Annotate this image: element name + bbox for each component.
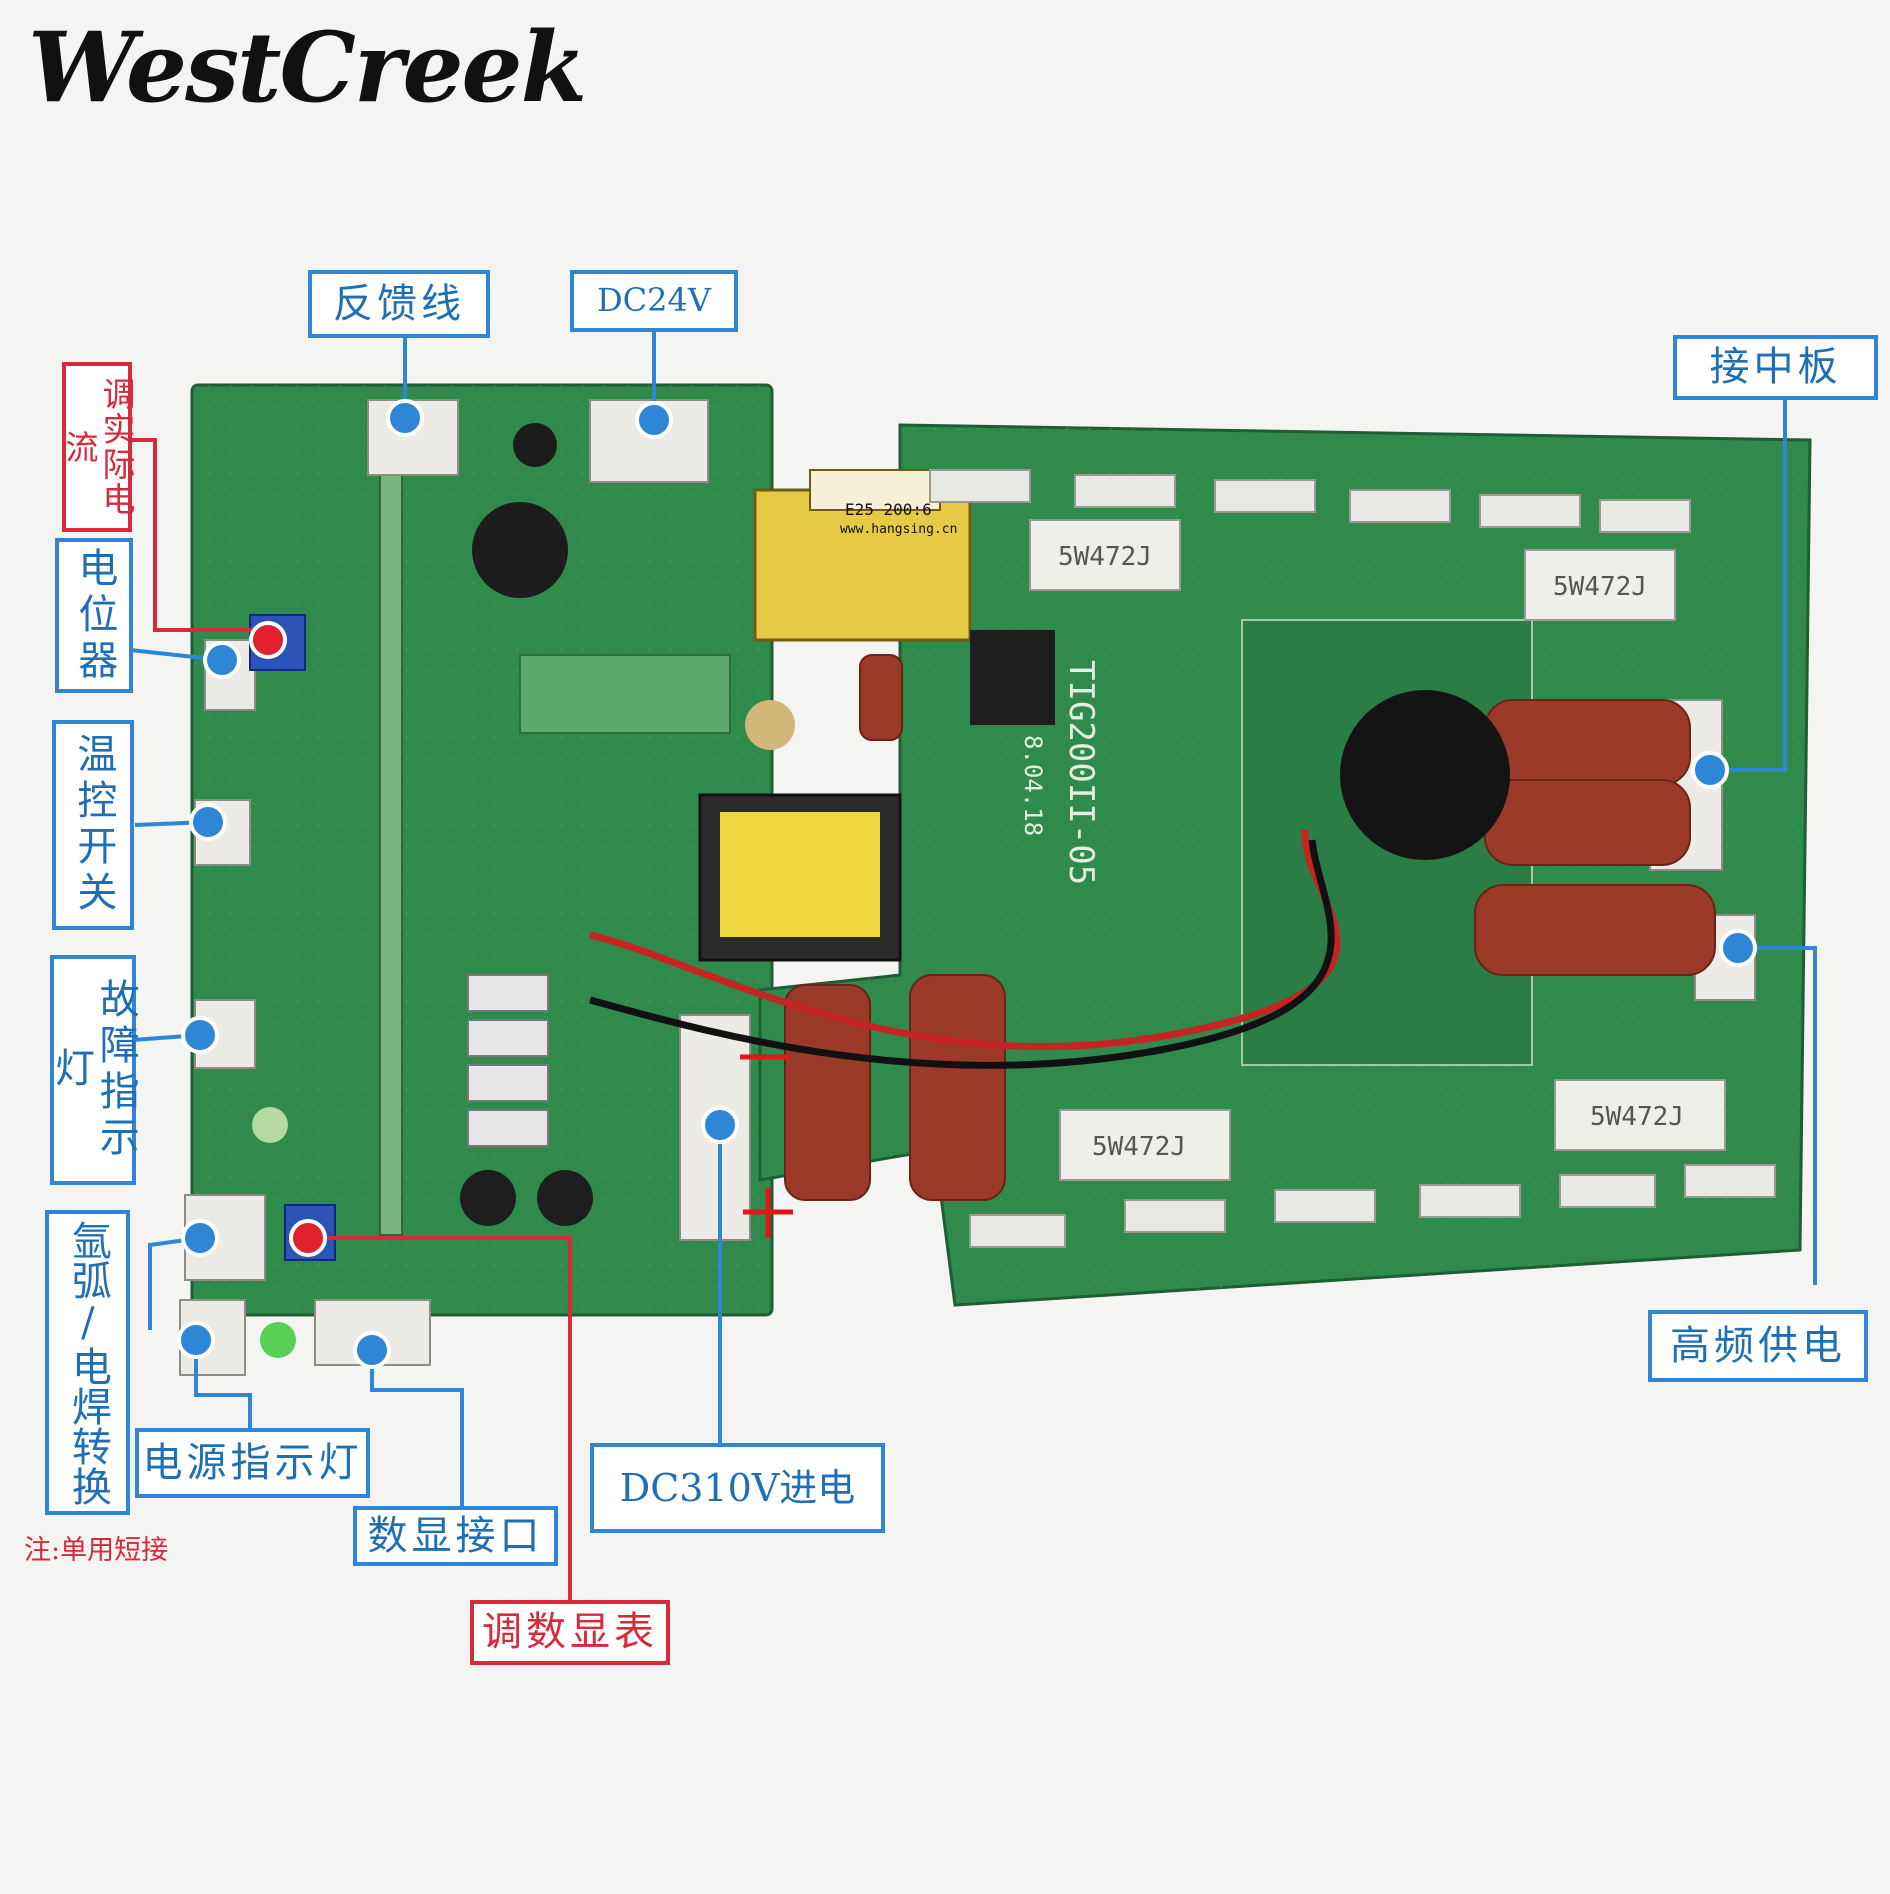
electrolytic-cap-a [460,1170,516,1226]
label-hf-supply: 高频供电 [1648,1310,1868,1382]
black-wire [589,839,1335,1069]
fault-led [252,1107,288,1143]
terminal-rows [929,469,1776,1248]
note-text: 注:单用短接 [24,1535,169,1566]
label-argon-arc-switch: 氩弧/电焊转换 [45,1210,130,1515]
power-led [260,1322,296,1358]
to220-part [970,630,1055,725]
ceramic-cap [745,700,795,750]
label-fault-light: 故障指示灯 [48,955,139,1185]
hf-coil [1340,690,1510,860]
date-silkscreen: 8.04.18 [1019,735,1047,836]
small-daughter-board [519,654,731,734]
power-resistors: 5W472J 5W472J 5W472J 5W472J [1029,519,1726,1181]
electrolytic-cap-small [513,423,557,467]
electrolytic-cap [472,502,568,598]
svg-text:5W472J: 5W472J [1092,1132,1186,1162]
label-potentiometer: 电位器 [55,538,133,693]
daughter-strip [379,474,403,1236]
model-silkscreen: TIG200II-05 [1061,660,1101,885]
svg-text:5W472J: 5W472J [1553,572,1647,602]
label-power-light: 电源指示灯 [135,1428,370,1498]
label-dc310v-input: DC310V进电 [590,1443,885,1533]
label-dc24v: DC24V [570,270,738,332]
svg-text:5W472J: 5W472J [1590,1102,1684,1132]
svg-text:www.hangsing.cn: www.hangsing.cn [840,522,957,537]
label-feedback-line: 反馈线 [308,270,490,338]
electrolytic-cap-b [537,1170,593,1226]
film-capacitors [784,654,1716,1201]
svg-text:5W472J: 5W472J [1058,542,1152,572]
label-display-port: 数显接口 [353,1506,558,1566]
pointer-dots [177,399,1757,1369]
westcreek-logo: WestCreek [28,11,587,124]
mosfets [467,974,549,1147]
svg-text:E25 200:6: E25 200:6 [845,500,932,519]
transformer-top: E25 200:6 www.hangsing.cn [753,469,972,642]
label-temp-switch: 温控开关 [52,720,134,930]
label-adjust-display: 调数显表 [470,1600,670,1665]
label-middle-board: 接中板 [1673,335,1878,400]
label-adjust-current: 调实际电流 [60,362,136,532]
transformer-mid [698,793,902,962]
